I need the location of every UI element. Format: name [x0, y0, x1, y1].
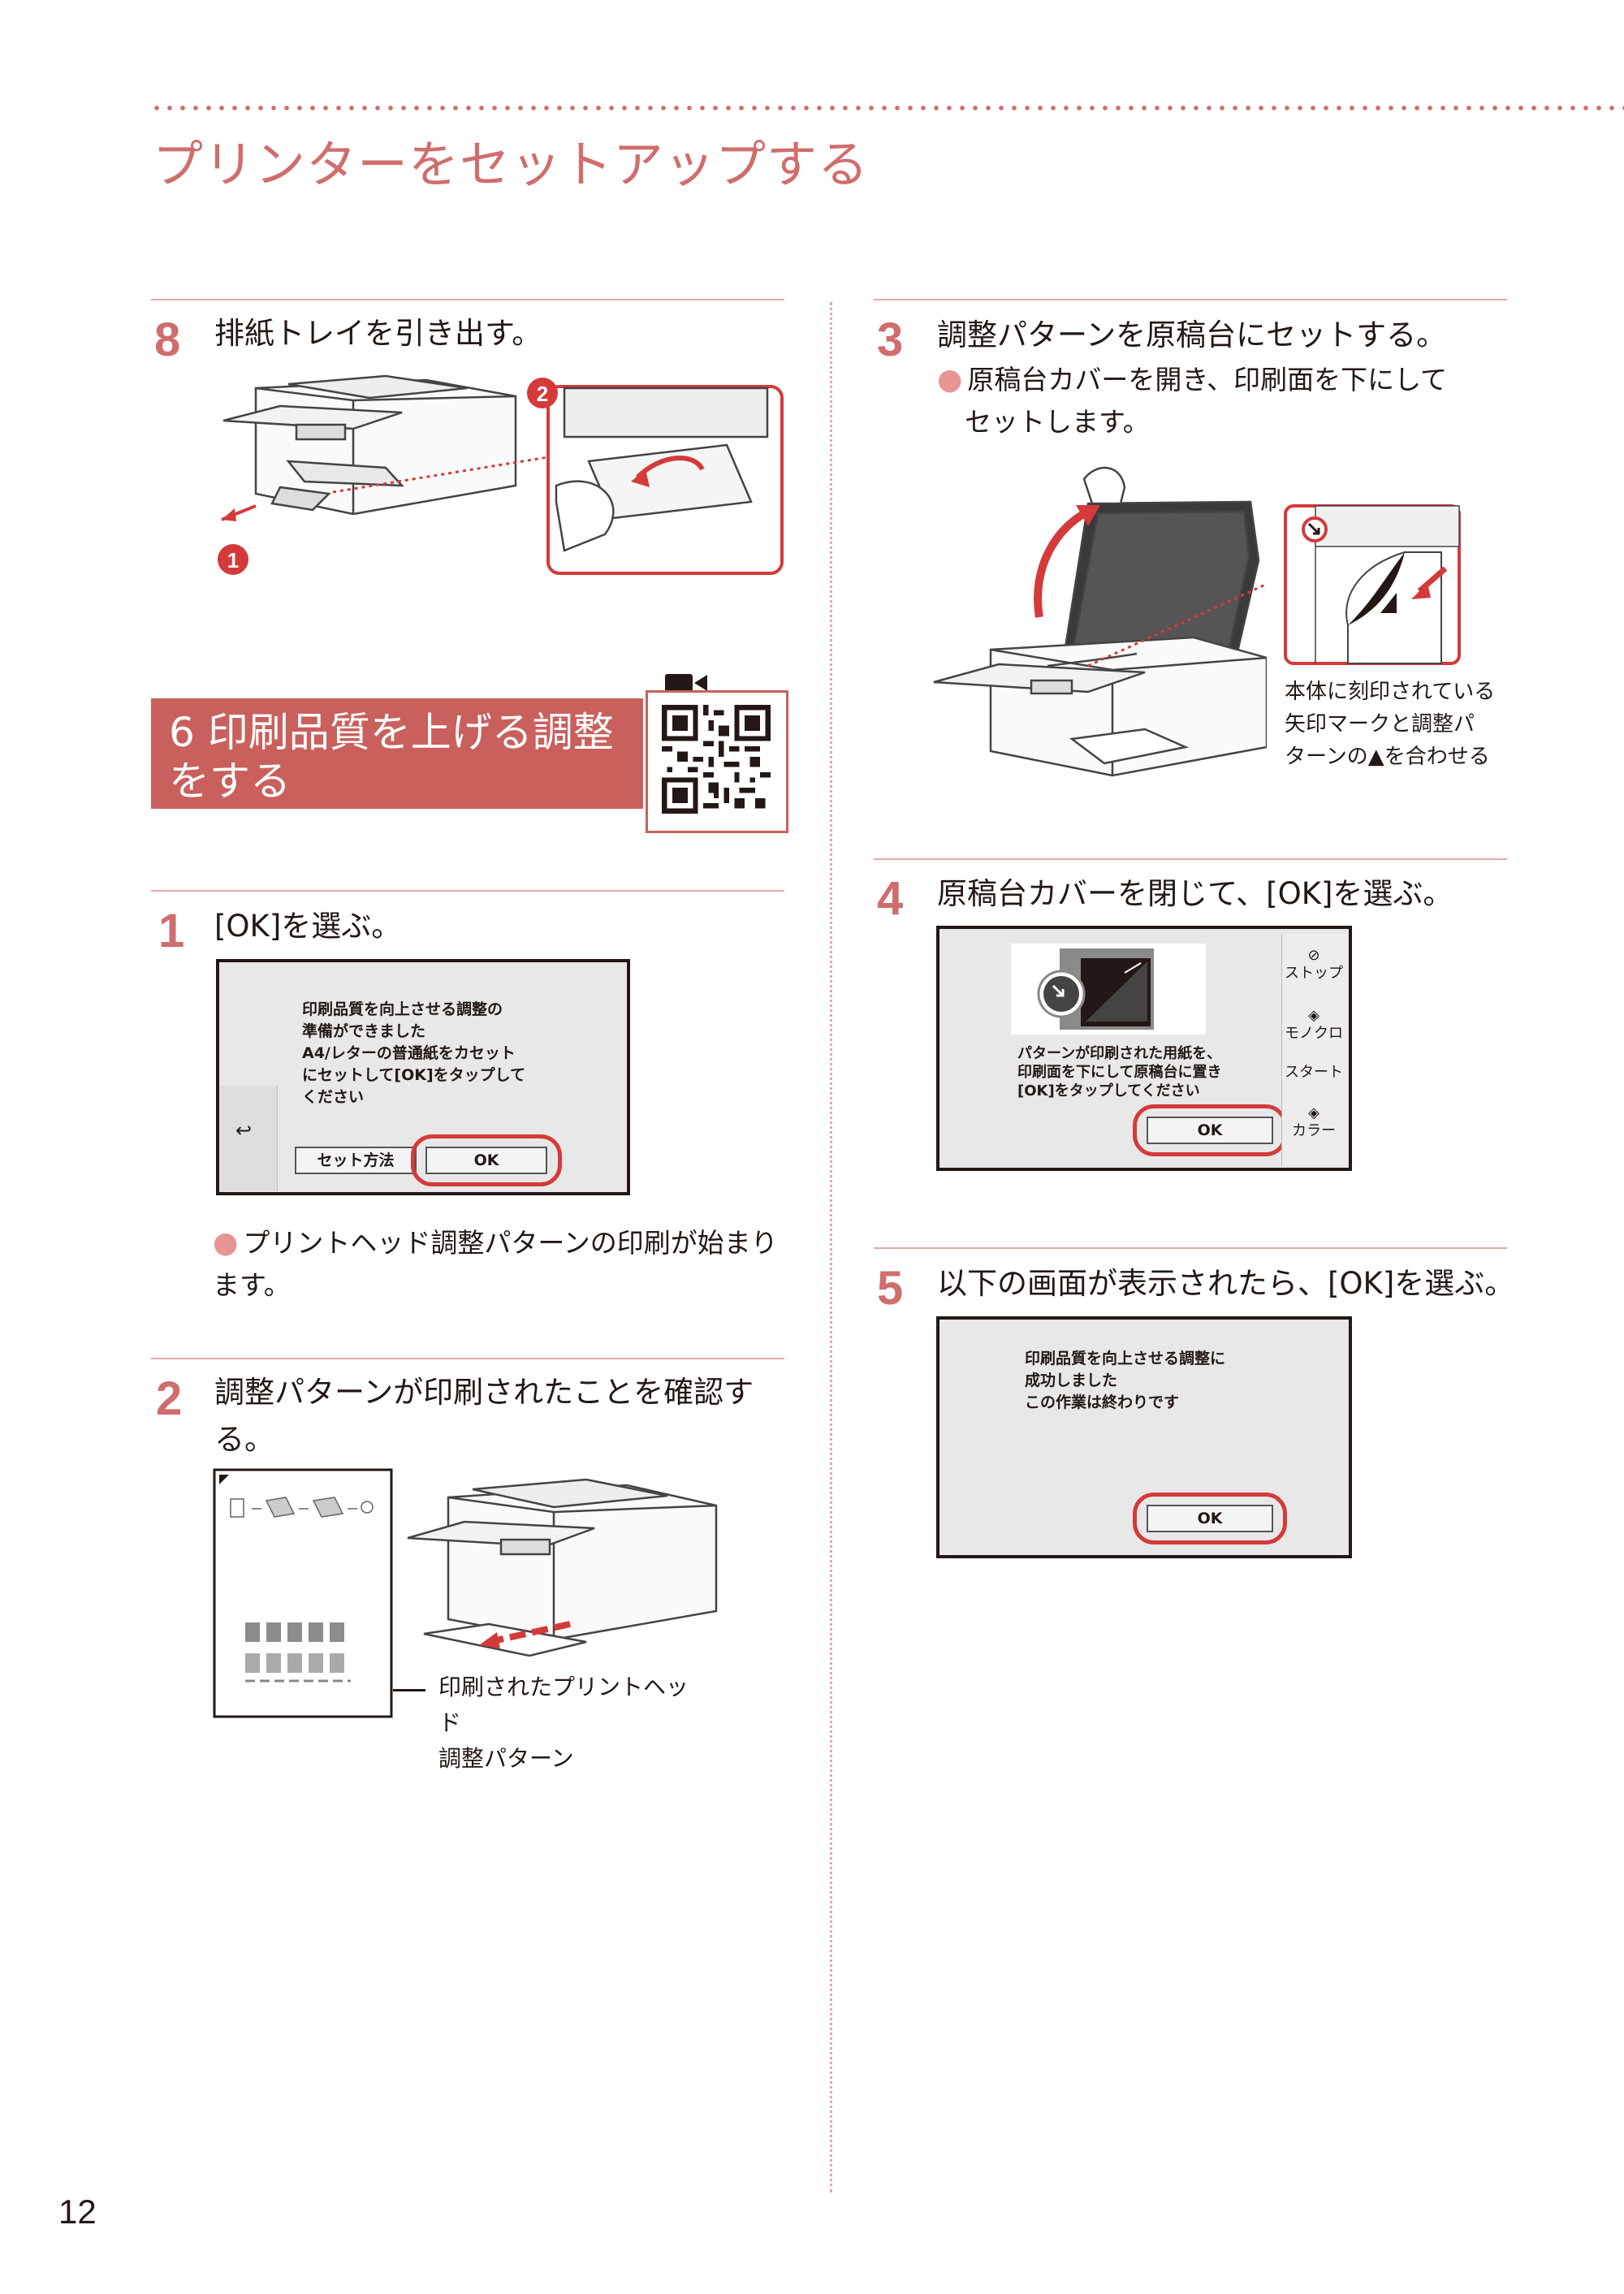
- screen-message: 印刷品質を向上させる調整に 成功しました この作業は終わりです: [1025, 1350, 1226, 1411]
- howto-button: セット方法: [295, 1147, 417, 1174]
- lift-lid-arrow: [1034, 508, 1091, 618]
- ok-highlight: [1133, 1104, 1287, 1156]
- step-number: 8: [154, 313, 181, 366]
- column-divider: [830, 302, 832, 2192]
- pattern-caption: 印刷されたプリントヘッド 調整パターン: [438, 1674, 689, 1772]
- page-title: プリンターをセットアップする: [153, 135, 870, 194]
- arrow-mark-caption: 本体に刻印されている 矢印マークと調整パ ターンの▲を合わせる: [1285, 680, 1496, 769]
- ok-button: OK: [1147, 1505, 1273, 1532]
- back-icon: ↩: [235, 1119, 253, 1142]
- bullet-dot-icon: ●: [213, 1226, 239, 1259]
- step-text: 排紙トレイを引き出す。: [214, 316, 542, 351]
- start-label: スタート: [1285, 1064, 1343, 1081]
- start-diamond-icon: ◈: [1308, 1104, 1320, 1121]
- step-text: 以下の画面が表示されたら、[OK]を選ぶ。: [937, 1266, 1515, 1301]
- printer-printing-illustration: [407, 1478, 718, 1657]
- color-button: ◈カラー: [1283, 1104, 1345, 1140]
- step-number: 4: [877, 872, 904, 925]
- hand-drawing: [1082, 466, 1126, 505]
- step-text: 調整パターンが印刷されたことを確認する。: [214, 1375, 754, 1457]
- step-rule: [874, 299, 1507, 300]
- step-number: 1: [158, 905, 185, 957]
- page-number: 12: [58, 2192, 97, 2231]
- step-text: 原稿台カバーを閉じて、[OK]を選ぶ。: [937, 876, 1453, 911]
- section-title: 6 印刷品質を上げる調整をする: [169, 709, 614, 805]
- bullet-note: ●原稿台カバーを開き、印刷面を下にして セットします。: [937, 363, 1448, 438]
- step-rule: [874, 1247, 1507, 1249]
- section-banner: [151, 698, 643, 809]
- caption-leader-line: [393, 1689, 425, 1691]
- ok-button: OK: [425, 1147, 547, 1174]
- ok-highlight: [411, 1134, 562, 1186]
- ok-button: OK: [1147, 1117, 1273, 1144]
- glass-placement-graphic: [1011, 944, 1206, 1035]
- bullet-dot-icon: ●: [937, 363, 963, 396]
- badge-1: [218, 544, 248, 575]
- ok-highlight: [1133, 1493, 1287, 1544]
- screen-message: 印刷品質を向上させる調整の 準備ができました A4/レターの普通紙をカセット に…: [302, 1000, 526, 1106]
- step-rule: [151, 890, 784, 892]
- start-diamond-icon: ◈: [1308, 1007, 1320, 1024]
- scanner-lid-open-illustration: [933, 466, 1267, 777]
- step-rule: [151, 1358, 784, 1359]
- stop-button: ⊘ストップ: [1285, 947, 1343, 982]
- alignment-pattern-sheet: [213, 1468, 393, 1718]
- step-text: [OK]を選ぶ。: [214, 909, 402, 944]
- screen-message: パターンが印刷された用紙を、 印刷面を下にして原稿台に置き [OK]をタップして…: [1017, 1045, 1222, 1099]
- qr-code-icon: [662, 705, 771, 814]
- stop-icon: ⊘: [1307, 947, 1320, 964]
- printer-output-tray-illustration: 1 2: [218, 374, 784, 575]
- step-text: 調整パターンを原稿台にセットする。: [937, 318, 1447, 352]
- mono-button: ◈モノクロ: [1285, 1007, 1343, 1042]
- step-rule: [874, 858, 1507, 860]
- back-panel: [220, 1086, 278, 1191]
- bullet-note: ●プリントヘッド調整パターンの印刷が始まります。: [213, 1226, 778, 1301]
- device-screen-complete: [936, 1316, 1352, 1558]
- step-number: 2: [156, 1372, 183, 1425]
- badge-2-label: 2: [537, 382, 548, 406]
- badge-1-label: 1: [227, 548, 239, 572]
- paper-out-arrow: [488, 1621, 571, 1645]
- video-camera-icon: [665, 674, 707, 692]
- side-button-panel: [1281, 934, 1347, 1166]
- printer-drawing: [222, 374, 517, 516]
- badge-2: [527, 378, 558, 408]
- header-dotted-rule: [150, 104, 1624, 112]
- step-rule: [151, 299, 784, 300]
- step-number: 3: [877, 313, 904, 366]
- step-number: 5: [877, 1262, 904, 1315]
- arrow-mark-zoom: [1284, 504, 1461, 665]
